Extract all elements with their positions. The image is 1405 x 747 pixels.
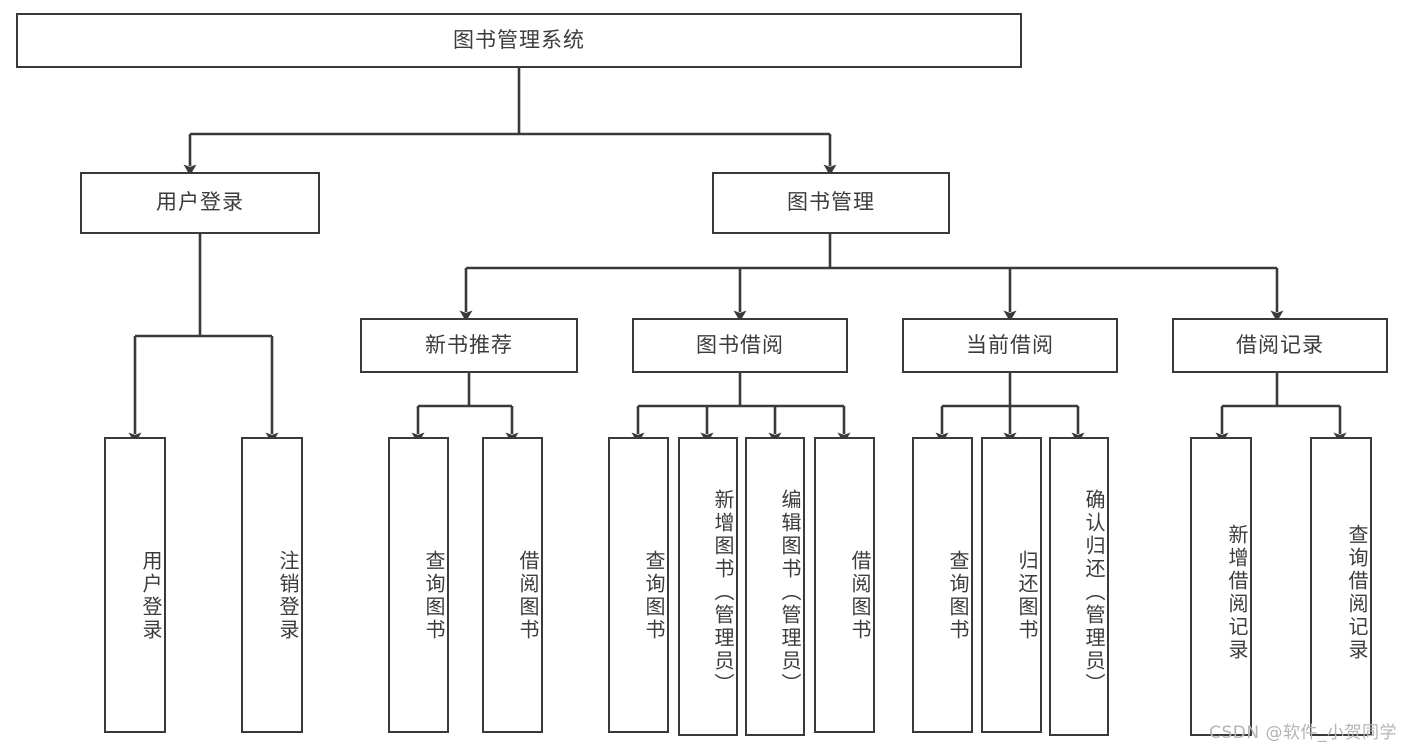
node-label: 查询图书	[946, 550, 970, 642]
csdn-watermark: CSDN @软件_小贺同学	[1209, 723, 1397, 743]
node-current-borrow[interactable]: 当前借阅	[902, 318, 1118, 373]
node-label: 归还图书	[1015, 550, 1039, 642]
node-label: 图书管理系统	[453, 27, 585, 52]
leaf-user-login[interactable]: 用户登录	[104, 437, 166, 733]
node-label: 新增图书（管理员）	[711, 489, 735, 696]
node-label: 新书推荐	[425, 332, 513, 357]
leaf-query-book-borrow[interactable]: 查询图书	[608, 437, 669, 733]
node-new-book-recommend[interactable]: 新书推荐	[360, 318, 578, 373]
leaf-return-book[interactable]: 归还图书	[981, 437, 1042, 733]
node-label: 查询借阅记录	[1345, 523, 1369, 662]
node-root-book-management-system[interactable]: 图书管理系统	[16, 13, 1022, 68]
leaf-edit-book-admin[interactable]: 编辑图书（管理员）	[745, 437, 805, 736]
node-label: 确认归还（管理员）	[1082, 489, 1106, 696]
node-label: 图书借阅	[696, 332, 784, 357]
node-label: 借阅记录	[1236, 332, 1324, 357]
leaf-query-book-newbook[interactable]: 查询图书	[388, 437, 449, 733]
node-label: 用户登录	[139, 550, 163, 642]
leaf-add-book-admin[interactable]: 新增图书（管理员）	[678, 437, 738, 736]
node-label: 查询图书	[422, 550, 446, 642]
leaf-query-book-current[interactable]: 查询图书	[912, 437, 973, 733]
node-user-login[interactable]: 用户登录	[80, 172, 320, 234]
node-label: 编辑图书（管理员）	[778, 489, 802, 696]
leaf-query-borrow-record[interactable]: 查询借阅记录	[1310, 437, 1372, 736]
node-label: 借阅图书	[516, 550, 540, 642]
leaf-borrow-book-newbook[interactable]: 借阅图书	[482, 437, 543, 733]
node-label: 用户登录	[156, 190, 244, 215]
node-label: 查询图书	[642, 550, 666, 642]
leaf-add-borrow-record[interactable]: 新增借阅记录	[1190, 437, 1252, 736]
node-book-management[interactable]: 图书管理	[712, 172, 950, 234]
node-label: 新增借阅记录	[1225, 523, 1249, 662]
leaf-borrow-book[interactable]: 借阅图书	[814, 437, 875, 733]
leaf-logout-login[interactable]: 注销登录	[241, 437, 303, 733]
node-label: 当前借阅	[966, 332, 1054, 357]
node-label: 借阅图书	[848, 550, 872, 642]
node-label: 注销登录	[276, 550, 300, 642]
node-book-borrow[interactable]: 图书借阅	[632, 318, 848, 373]
node-borrow-record[interactable]: 借阅记录	[1172, 318, 1388, 373]
leaf-confirm-return-admin[interactable]: 确认归还（管理员）	[1049, 437, 1109, 736]
node-label: 图书管理	[787, 190, 875, 215]
